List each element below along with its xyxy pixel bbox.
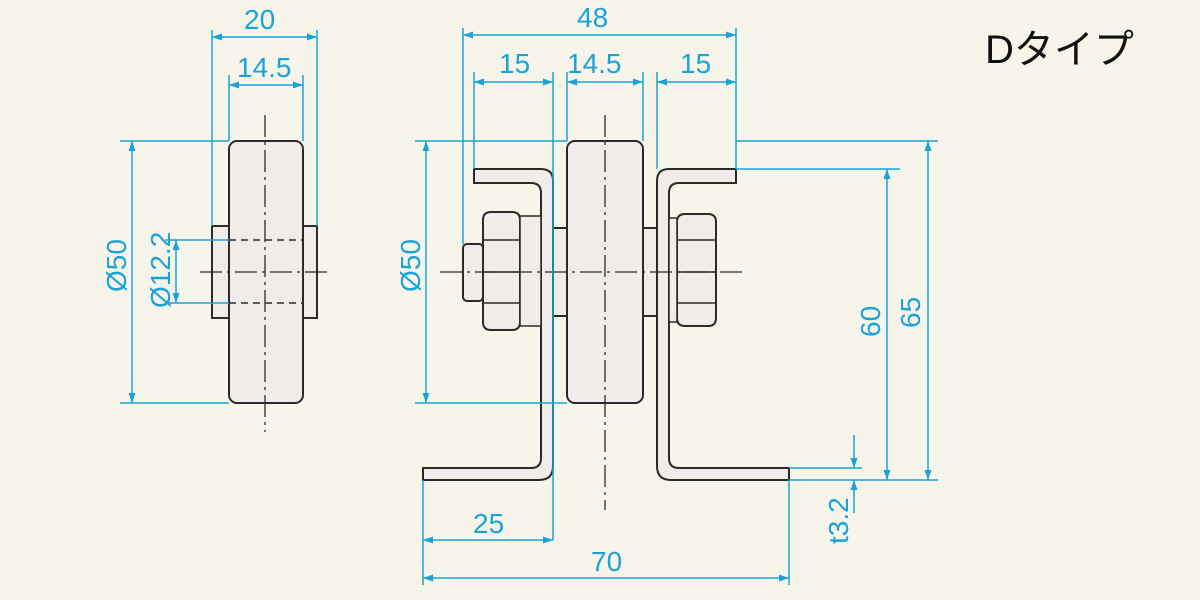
- label-base-width: 70: [591, 546, 622, 577]
- label-side-overall-width: 20: [244, 4, 275, 35]
- front-view-dimensions: [415, 28, 938, 585]
- label-front-wheel-width: 14.5: [567, 48, 622, 79]
- type-title: Dタイプ: [985, 28, 1134, 72]
- label-side-wheel-width: 14.5: [237, 52, 292, 83]
- label-bracket-height: 65: [895, 297, 926, 328]
- front-view-labels: 48 15 14.5 15 Ø50 60 65 t3.2 25 70: [395, 2, 926, 577]
- label-flange-length: 25: [473, 508, 504, 539]
- label-front-wheel-diameter: Ø50: [395, 239, 426, 292]
- right-bracket: [656, 168, 790, 481]
- side-view-dimensions: [120, 30, 318, 404]
- label-front-right-gap: 15: [680, 48, 711, 79]
- label-front-overall-width: 48: [577, 2, 608, 33]
- label-front-left-gap: 15: [499, 48, 530, 79]
- side-view: [200, 115, 330, 432]
- label-plate-thickness: t3.2: [823, 497, 854, 544]
- left-nut: [482, 211, 542, 331]
- label-side-wheel-diameter: Ø50: [101, 239, 132, 292]
- label-bracket-inner-height: 60: [855, 306, 886, 337]
- right-bolt-head: [668, 213, 717, 327]
- label-side-bore-diameter: Ø12.2: [145, 232, 176, 308]
- front-view: [422, 115, 790, 510]
- side-view-labels: 20 14.5 Ø50 Ø12.2: [101, 4, 292, 308]
